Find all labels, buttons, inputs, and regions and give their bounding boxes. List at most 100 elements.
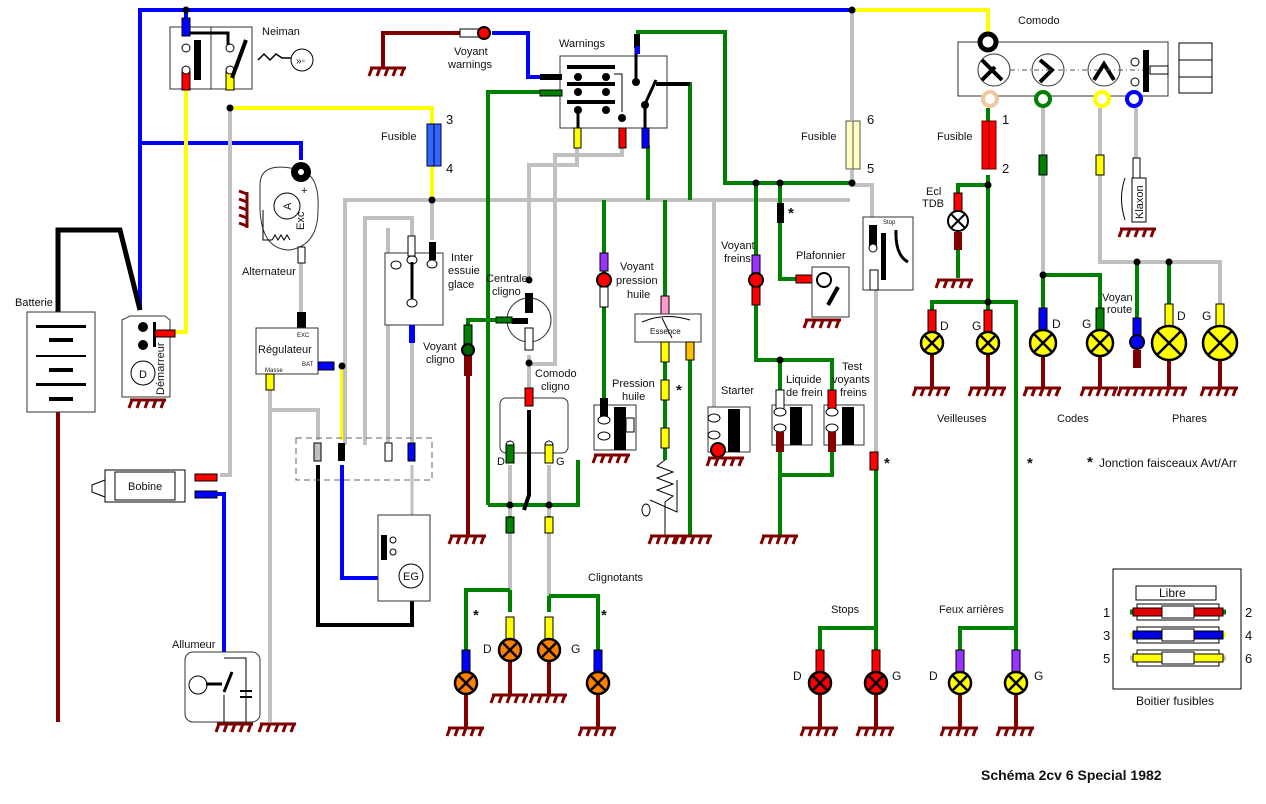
wire-green-codes — [1041, 273, 1102, 315]
label-plafonnier: Plafonnier — [796, 250, 846, 262]
label-pression-huile-1: Pression — [612, 378, 655, 390]
label-reg-masse: Masse — [265, 368, 283, 374]
side-label-d: D — [483, 642, 492, 656]
junction-star-3: * — [1027, 455, 1033, 472]
starter-switch — [705, 406, 751, 468]
label-voyant-pression-1: Voyant — [620, 261, 654, 273]
fuse-out-label: 6 — [1245, 651, 1252, 666]
label-veilleuses: Veilleuses — [937, 413, 987, 425]
label-alt-exc: Exc — [295, 211, 307, 230]
wire-grey-loop2 — [363, 216, 414, 445]
label-stops: Stops — [831, 604, 860, 616]
wire-green-veil-bus — [930, 300, 1018, 628]
warnings-switch[interactable] — [539, 34, 690, 149]
fusible-56[interactable] — [845, 120, 861, 170]
fuse-box-title: Boitier fusibles — [1136, 694, 1214, 708]
label-feux-arrieres: Feux arrières — [939, 604, 1004, 616]
label-alt-a: A — [282, 202, 294, 210]
label-test-1: Test — [842, 361, 862, 373]
wire-blue-voyant-warnings — [492, 31, 562, 79]
label-cligno-g: G — [556, 456, 565, 468]
label-fusible-12: Fusible — [937, 131, 972, 143]
wire-yellow-fuse3 — [230, 106, 434, 125]
label-inter-1: Inter — [451, 252, 473, 264]
label-test-2: voyants — [832, 374, 870, 386]
label-clignotants: Clignotants — [588, 572, 644, 584]
label-liquide-2: de frein — [786, 387, 823, 399]
side-label-d: D — [1177, 309, 1186, 323]
wire-green-warnings-out — [636, 30, 852, 185]
key-icon: »◦ — [296, 56, 305, 67]
label-fusible-56: Fusible — [801, 131, 836, 143]
batterie — [26, 311, 96, 413]
side-label-d: D — [929, 669, 938, 683]
voyant-freins-lamp-icon — [748, 272, 764, 288]
wire-green-cligno-loop — [488, 460, 580, 507]
label-voyant-pression-2: pression — [616, 275, 658, 287]
side-label-d: D — [940, 319, 949, 333]
wire-grey-loop1 — [343, 198, 850, 445]
wire-black-eg — [316, 465, 414, 627]
liquide-frein-switch — [771, 389, 813, 452]
label-reg-exc: EXC — [297, 333, 310, 339]
wire-grey-phares — [1098, 108, 1222, 310]
label-fuse-1: 1 — [1002, 112, 1009, 127]
label-voyant-route-1: Voyan — [1102, 292, 1133, 304]
side-label-g: G — [1082, 317, 1091, 331]
label-voyant-warnings-1: Voyant — [454, 46, 488, 58]
wire-green-warnings-in — [486, 90, 560, 505]
label-batterie: Batterie — [15, 297, 53, 309]
label-fuse-6: 6 — [867, 112, 874, 127]
junction-star-5: * — [601, 607, 607, 624]
label-phares: Phares — [1172, 413, 1207, 425]
comodo-cligno[interactable] — [499, 387, 569, 534]
wire-green-stops — [818, 470, 878, 650]
wire-blue-top-bus — [138, 8, 852, 310]
wire-grey-neiman — [220, 108, 232, 477]
essence-gauge — [634, 295, 714, 546]
demarreur — [121, 315, 176, 410]
label-voyant-cligno-2: cligno — [426, 354, 455, 366]
label-inter-2: essuie — [448, 265, 480, 277]
inter-essuie-glace[interactable] — [384, 235, 444, 343]
label-comodo: Comodo — [1018, 15, 1060, 27]
wire-brown-voyant-warnings — [381, 31, 460, 68]
wire-yellow-demarreur — [172, 90, 188, 334]
comodo-switch[interactable] — [957, 31, 1213, 108]
legend-junction-text: Jonction faisceaux Avt/Arr — [1099, 456, 1237, 470]
wire-green-ecl — [956, 183, 988, 195]
label-voyant-warnings-2: warnings — [447, 59, 493, 71]
wire-grey-fuse5 — [850, 170, 874, 220]
label-pression-huile-2: huile — [622, 391, 645, 403]
side-label-d: D — [1052, 317, 1061, 331]
voyant-route-lamp-icon — [1129, 334, 1145, 350]
label-fusible-34: Fusible — [381, 131, 416, 143]
pression-huile-switch — [591, 398, 637, 465]
diagram-title: Schéma 2cv 6 Special 1982 — [981, 767, 1162, 783]
neiman-switch[interactable]: »◦ — [169, 17, 314, 91]
label-voyant-freins-1: Voyant — [721, 240, 755, 252]
bobine — [91, 469, 218, 503]
label-regulateur: Régulateur — [258, 344, 312, 356]
fusible-12[interactable] — [981, 120, 997, 170]
voyant-warnings-lamp-icon — [477, 26, 491, 40]
label-fuse-4: 4 — [446, 161, 453, 176]
label-inter-3: glace — [448, 279, 474, 291]
wire-green-phares — [1135, 262, 1171, 335]
fuse-in-label: 1 — [1103, 605, 1110, 620]
wire-yellow-comodo — [852, 8, 990, 40]
label-voyant-route-2: route — [1107, 304, 1132, 316]
label-klaxon: Klaxon — [1134, 185, 1146, 219]
label-neiman: Neiman — [262, 26, 300, 38]
wire-black-battery — [55, 227, 143, 325]
side-label-g: G — [1034, 669, 1043, 683]
alternateur — [237, 162, 319, 264]
wire-green-warnings-right — [670, 82, 692, 200]
label-alt-plus: + — [301, 185, 307, 197]
label-stop-switch: Stop — [883, 220, 896, 226]
fusible-34[interactable] — [426, 123, 442, 167]
side-label-g: G — [571, 642, 580, 656]
junction-star-0: * — [788, 205, 794, 222]
label-test-3: freins — [840, 387, 867, 399]
